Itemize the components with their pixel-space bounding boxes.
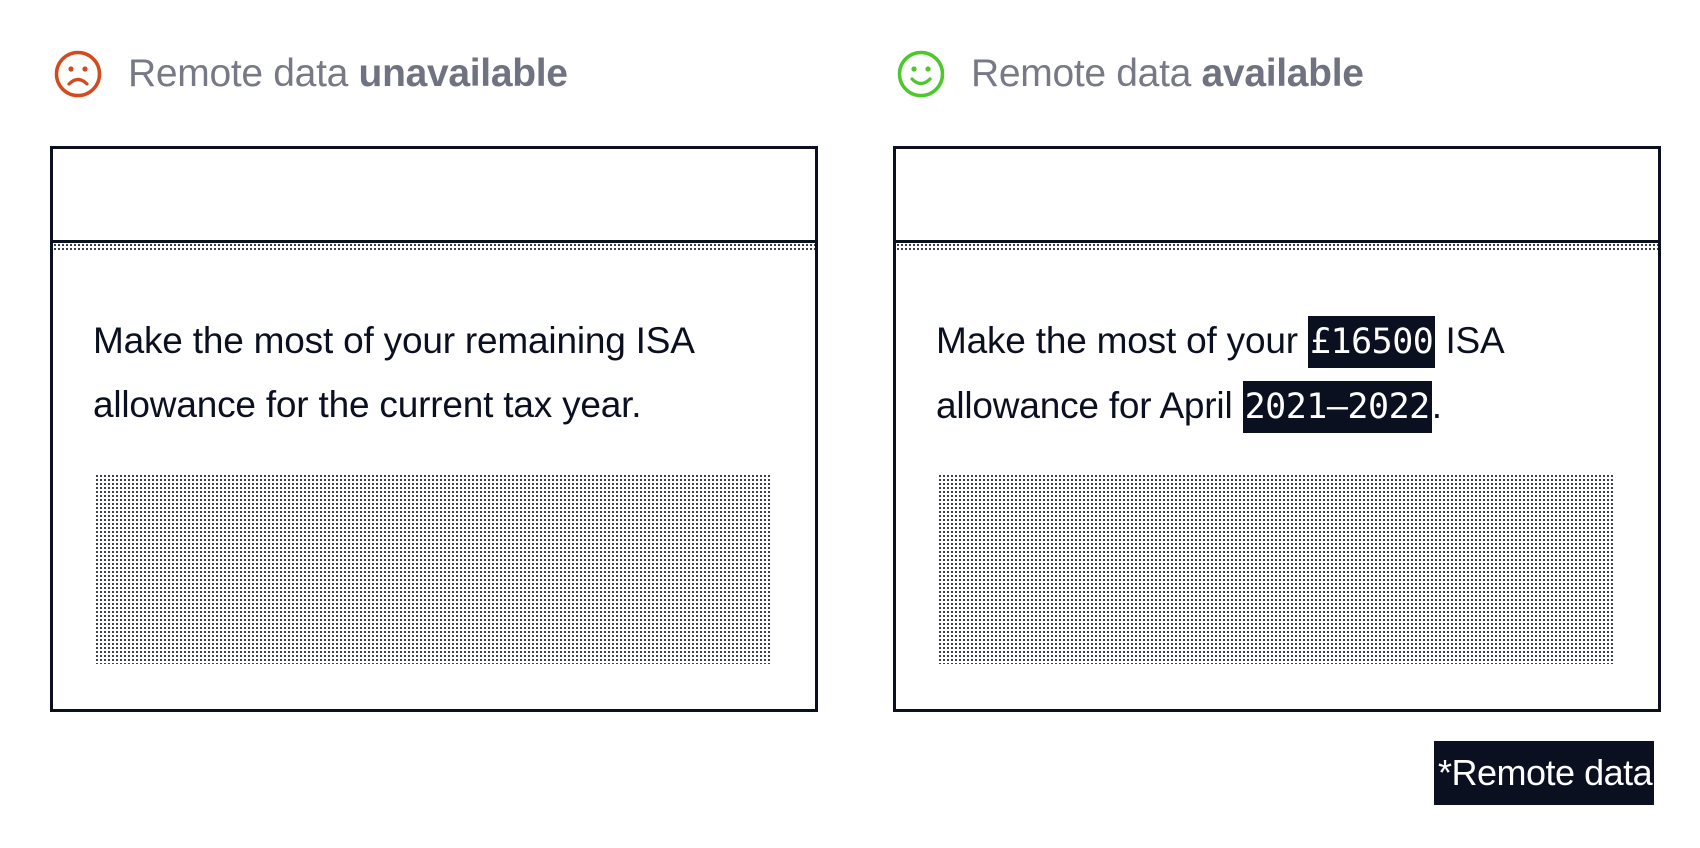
status-row-unavailable: Remote data unavailable [54, 44, 568, 104]
status-prefix: Remote data [128, 52, 348, 95]
message-period: . [1431, 385, 1442, 426]
status-prefix: Remote data [971, 52, 1191, 95]
card-message: Make the most of your remaining ISA allo… [93, 320, 693, 425]
status-label-available: Remote data available [971, 52, 1364, 96]
image-placeholder [95, 474, 770, 664]
card-header [896, 149, 1658, 243]
legend-remote-data: *Remote data [1434, 741, 1655, 805]
remote-tax-year: 2021–2022 [1242, 381, 1432, 433]
status-emphasis: unavailable [358, 52, 568, 95]
remote-allowance-amount: £16500 [1307, 316, 1436, 368]
message-text: ISA allowance for April [936, 320, 1503, 426]
card-message: Make the most of your £16500 ISA allowan… [936, 309, 1636, 439]
status-row-available: Remote data available [897, 44, 1364, 104]
content-card-personalised: Make the most of your £16500 ISA allowan… [893, 146, 1661, 712]
content-card-placeholder: Make the most of your remaining ISA allo… [50, 146, 818, 712]
status-emphasis: available [1201, 52, 1364, 95]
happy-face-icon [897, 50, 945, 98]
card-header-divider-pattern [896, 243, 1658, 251]
image-placeholder [938, 474, 1613, 664]
sad-face-icon [54, 50, 102, 98]
card-header [53, 149, 815, 243]
message-text: Make the most of your [936, 320, 1298, 361]
status-label-unavailable: Remote data unavailable [128, 52, 568, 96]
card-header-divider-pattern [53, 243, 815, 251]
